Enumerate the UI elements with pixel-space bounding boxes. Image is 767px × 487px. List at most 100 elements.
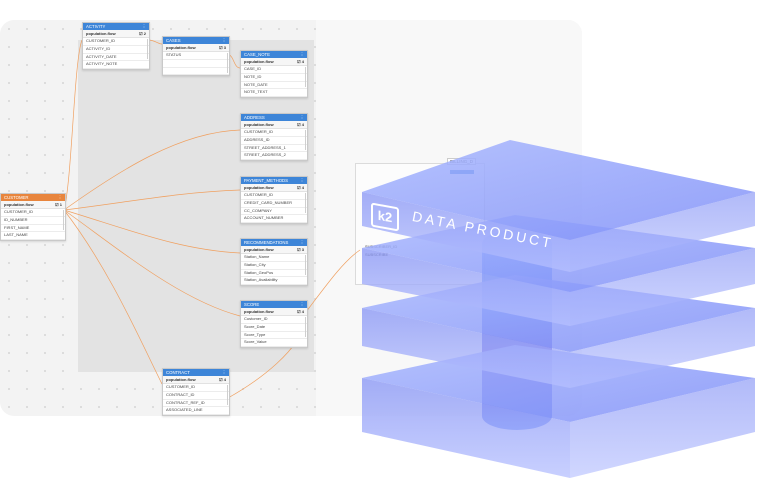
checkbox-icon[interactable]: ☑ [297,247,301,252]
entity-recommendations[interactable]: RECOMMENDATIONS ⋮ population.flow☑ 3 Stat… [240,238,308,287]
entity-field[interactable]: CUSTOMER_ID [241,192,307,200]
entity-field[interactable]: STATUS [163,52,229,60]
entity-field[interactable]: LAST_NAME [1,232,65,241]
entity-title: CONTRACT [166,370,190,375]
entity-field[interactable]: STREET_ADDRESS_2 [241,152,307,161]
entity-field[interactable]: CONTRACT_ID [163,392,229,400]
kebab-menu-icon[interactable]: ⋮ [299,115,304,120]
entity-field[interactable]: Score_Date [241,324,307,332]
scrollbar[interactable] [146,39,148,59]
entity-field[interactable]: ACCOUNT_NUMBER [241,215,307,224]
entity-field[interactable]: ACTIVITY_DATE [83,54,149,62]
entity-field[interactable]: ACTIVITY_NOTE [83,61,149,70]
scrollbar[interactable] [304,255,306,275]
entity-field[interactable]: Score_Value [241,339,307,348]
entity-field[interactable]: NOTE_DATE [241,82,307,90]
entity-header[interactable]: CONTRACT ⋮ [163,369,229,376]
entity-field[interactable]: Score_Type [241,332,307,340]
link-customer-score [63,209,241,317]
kebab-menu-icon[interactable]: ⋮ [299,240,304,245]
checkbox-icon[interactable]: ☑ [297,59,301,64]
population-row[interactable]: population.flow☑ 3 [241,246,307,254]
entity-header[interactable]: CASES⋮ [163,37,229,44]
kebab-menu-icon[interactable]: ⋮ [221,370,226,375]
entity-header[interactable]: RECOMMENDATIONS ⋮ [241,239,307,246]
entity-field[interactable]: FIRST_NAME [1,225,65,233]
entity-field[interactable]: ACTIVITY_ID [83,46,149,54]
entity-title: CUSTOMER [4,195,29,200]
entity-activity[interactable]: ACTIVITY⋮ population.flow☑ 2 CUSTOMER_ID… [82,22,150,71]
population-name: population.flow [244,122,274,127]
population-row[interactable]: population.flow☑ 3 [163,44,229,52]
entity-header[interactable]: ADDRESS⋮ [241,114,307,121]
population-row[interactable]: population.flow☑ 4 [241,58,307,66]
checkbox-icon[interactable]: ☑ [139,31,143,36]
entity-header[interactable]: PAYMENT_METHODS⋮ [241,177,307,184]
scrollbar[interactable] [304,67,306,87]
scrollbar[interactable] [304,317,306,337]
entity-payment-methods[interactable]: PAYMENT_METHODS⋮ population.flow☑ 4 CUST… [240,176,308,225]
kebab-menu-icon[interactable]: ⋮ [57,195,62,200]
scrollbar[interactable] [226,53,228,73]
entity-field[interactable]: CUSTOMER_ID [83,38,149,46]
kebab-menu-icon[interactable]: ⋮ [221,38,226,43]
entity-field[interactable]: STREET_ADDRESS_1 [241,145,307,153]
entity-field[interactable]: ID_NUMBER [1,217,65,225]
entity-title: RECOMMENDATIONS [244,240,289,245]
checkbox-icon[interactable]: ☑ [297,122,301,127]
checkbox-icon[interactable]: ☑ [219,45,223,50]
entity-field[interactable]: CUSTOMER_ID [163,384,229,392]
population-row[interactable]: population.flow☑ 4 [241,184,307,192]
checkbox-icon[interactable]: ☑ [297,185,301,190]
entity-cases[interactable]: CASES⋮ population.flow☑ 3 STATUS [162,36,230,77]
entity-customer[interactable]: CUSTOMER⋮ population.flow☑ 1 CUSTOMER_ID… [0,193,66,242]
link-score-billing [305,249,361,313]
entity-field[interactable]: NOTE_ID [241,74,307,82]
scrollbar[interactable] [62,210,64,230]
entity-header[interactable]: SCORE⋮ [241,301,307,308]
entity-case-note[interactable]: CASE_NOTE ⋮ population.flow☑ 4 CASE_ID NO… [240,50,308,99]
entity-header[interactable]: CASE_NOTE ⋮ [241,51,307,58]
entity-field[interactable]: Station_Availability [241,277,307,286]
entity-header[interactable]: ACTIVITY⋮ [83,23,149,30]
checkbox-icon[interactable]: ☑ [297,309,301,314]
population-row[interactable]: population.flow☑ 4 [241,308,307,316]
entity-field[interactable]: CREDIT_CARD_NUMBER [241,200,307,208]
entity-field-empty [163,68,229,76]
population-row[interactable]: population.flow☑ 4 [241,121,307,129]
population-row[interactable]: population.flow☑ 1 [1,201,65,209]
kebab-menu-icon[interactable]: ⋮ [299,302,304,307]
entity-title: CASE_NOTE [244,52,271,57]
entity-field[interactable]: CONTRACT_REF_ID [163,400,229,408]
entity-address[interactable]: ADDRESS⋮ population.flow☑ 4 CUSTOMER_ID … [240,113,308,162]
entity-score[interactable]: SCORE⋮ population.flow☑ 4 Customer_ID Sc… [240,300,308,349]
entity-header[interactable]: CUSTOMER ⋮ [1,194,65,201]
entity-field[interactable]: CUSTOMER_ID [241,129,307,137]
population-row[interactable]: population.flow☑ 2 [83,30,149,38]
scrollbar[interactable] [226,385,228,405]
kebab-menu-icon[interactable]: ⋮ [299,52,304,57]
entity-field[interactable]: Station_City [241,262,307,270]
entity-field[interactable]: Customer_ID [241,316,307,324]
scrollbar[interactable] [304,130,306,150]
entity-field[interactable]: NOTE_TEXT [241,89,307,98]
entity-contract[interactable]: CONTRACT ⋮ population.flow☑ 4 CUSTOMER_ID… [162,368,230,417]
entity-field[interactable]: CUSTOMER_ID [1,209,65,217]
population-row[interactable]: population.flow☑ 4 [163,376,229,384]
entity-field[interactable]: CASE_ID [241,66,307,74]
entity-field[interactable]: Station_GeoPos [241,270,307,278]
kebab-menu-icon[interactable]: ⋮ [299,178,304,183]
entity-field[interactable]: CC_COMPANY [241,208,307,216]
slab-top [362,140,755,272]
entity-field[interactable]: ASSOCIATED_LINE [163,407,229,416]
entity-field[interactable]: ADDRESS_ID [241,137,307,145]
relationship-links [63,39,361,399]
checkbox-icon[interactable]: ☑ [219,377,223,382]
entity-field-empty [163,60,229,68]
entity-field[interactable]: Station_Name [241,254,307,262]
kebab-menu-icon[interactable]: ⋮ [141,24,146,29]
checkbox-icon[interactable]: ☑ [55,202,59,207]
population-name: population.flow [4,202,34,207]
scrollbar[interactable] [304,193,306,213]
data-product-stack-graphic [362,140,755,478]
